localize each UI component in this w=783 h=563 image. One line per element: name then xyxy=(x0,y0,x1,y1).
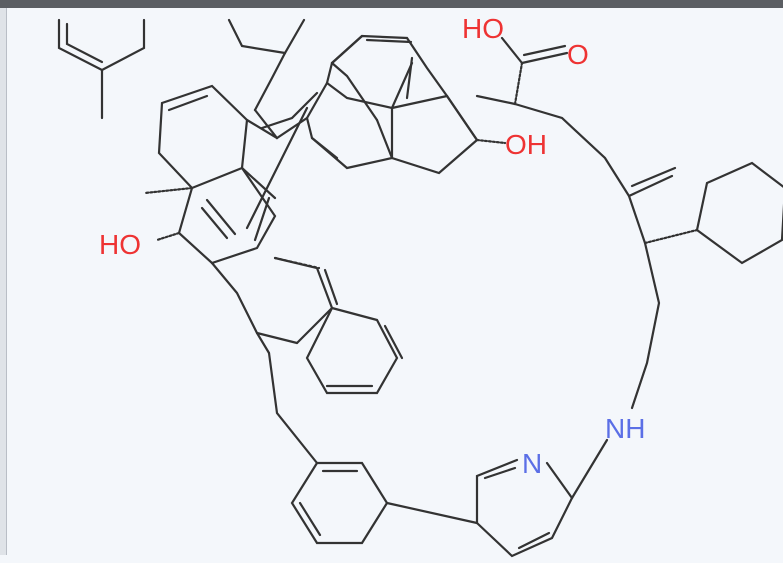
left-cyclohexene xyxy=(143,84,279,265)
carboxyl-o-label: O xyxy=(567,39,589,70)
left-edge-border xyxy=(0,8,7,555)
tolyl-ring xyxy=(57,18,146,120)
naphthalene-ring xyxy=(305,306,404,395)
benzyl-linker xyxy=(267,351,319,465)
pyridine-ring xyxy=(475,438,609,558)
carboxyl-ho-label: HO xyxy=(462,13,504,44)
pyridine-n-label: N xyxy=(522,448,542,479)
molecule-canvas[interactable]: HO O OH HO NH N xyxy=(7,8,783,558)
hydroxyl-right-label: OH xyxy=(505,129,547,160)
molecule-structure: HO O OH HO NH N xyxy=(57,13,783,558)
upper-steroid-core xyxy=(253,34,479,175)
cyclohexyl-ring xyxy=(643,161,783,265)
top-ring-fragment xyxy=(227,18,306,112)
hydroxyl-left-label: HO xyxy=(99,229,141,260)
macrocycle-chain xyxy=(475,94,677,410)
window-top-bar xyxy=(0,0,783,8)
amine-label: NH xyxy=(605,413,645,444)
carboxylic-acid xyxy=(500,36,569,106)
bridging-bonds xyxy=(210,106,339,355)
bottom-phenyl xyxy=(290,461,479,545)
hydroxyl-bonds xyxy=(445,94,507,145)
